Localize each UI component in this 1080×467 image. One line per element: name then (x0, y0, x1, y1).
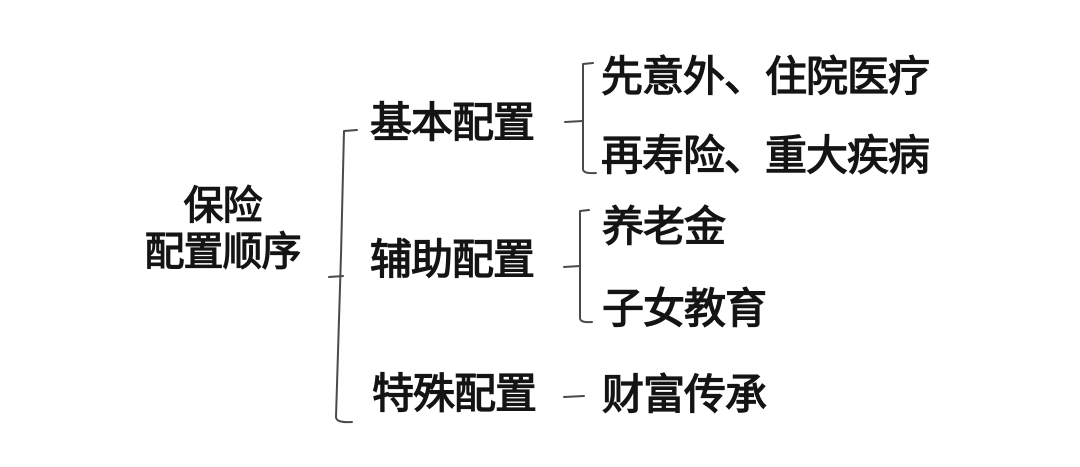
branch-special-config: 特殊配置 (372, 370, 537, 417)
branch-basic-config: 基本配置 (370, 99, 535, 146)
leaf-life-critical-illness: 再寿险、重大疾病 (601, 132, 930, 179)
root-bracket (335, 129, 358, 424)
leaf-pension: 养老金 (602, 203, 726, 250)
root-node: 保险 配置顺序 (140, 183, 305, 275)
auxiliary-config-bracket-tick (563, 265, 581, 268)
special-config-dash (563, 395, 585, 398)
basic-config-bracket-tick (564, 120, 584, 123)
basic-config-bracket (582, 62, 597, 175)
branch-auxiliary-config: 辅助配置 (370, 236, 535, 283)
leaf-wealth-inheritance: 财富传承 (602, 371, 767, 418)
root-label-line1: 保险 (183, 184, 263, 228)
auxiliary-config-bracket (579, 209, 593, 324)
root-bracket-tick (328, 275, 344, 278)
leaf-accident-hospital-medical: 先意外、住院医疗 (601, 53, 930, 100)
root-label-line2: 配置顺序 (144, 230, 302, 274)
leaf-children-education: 子女教育 (602, 285, 767, 332)
